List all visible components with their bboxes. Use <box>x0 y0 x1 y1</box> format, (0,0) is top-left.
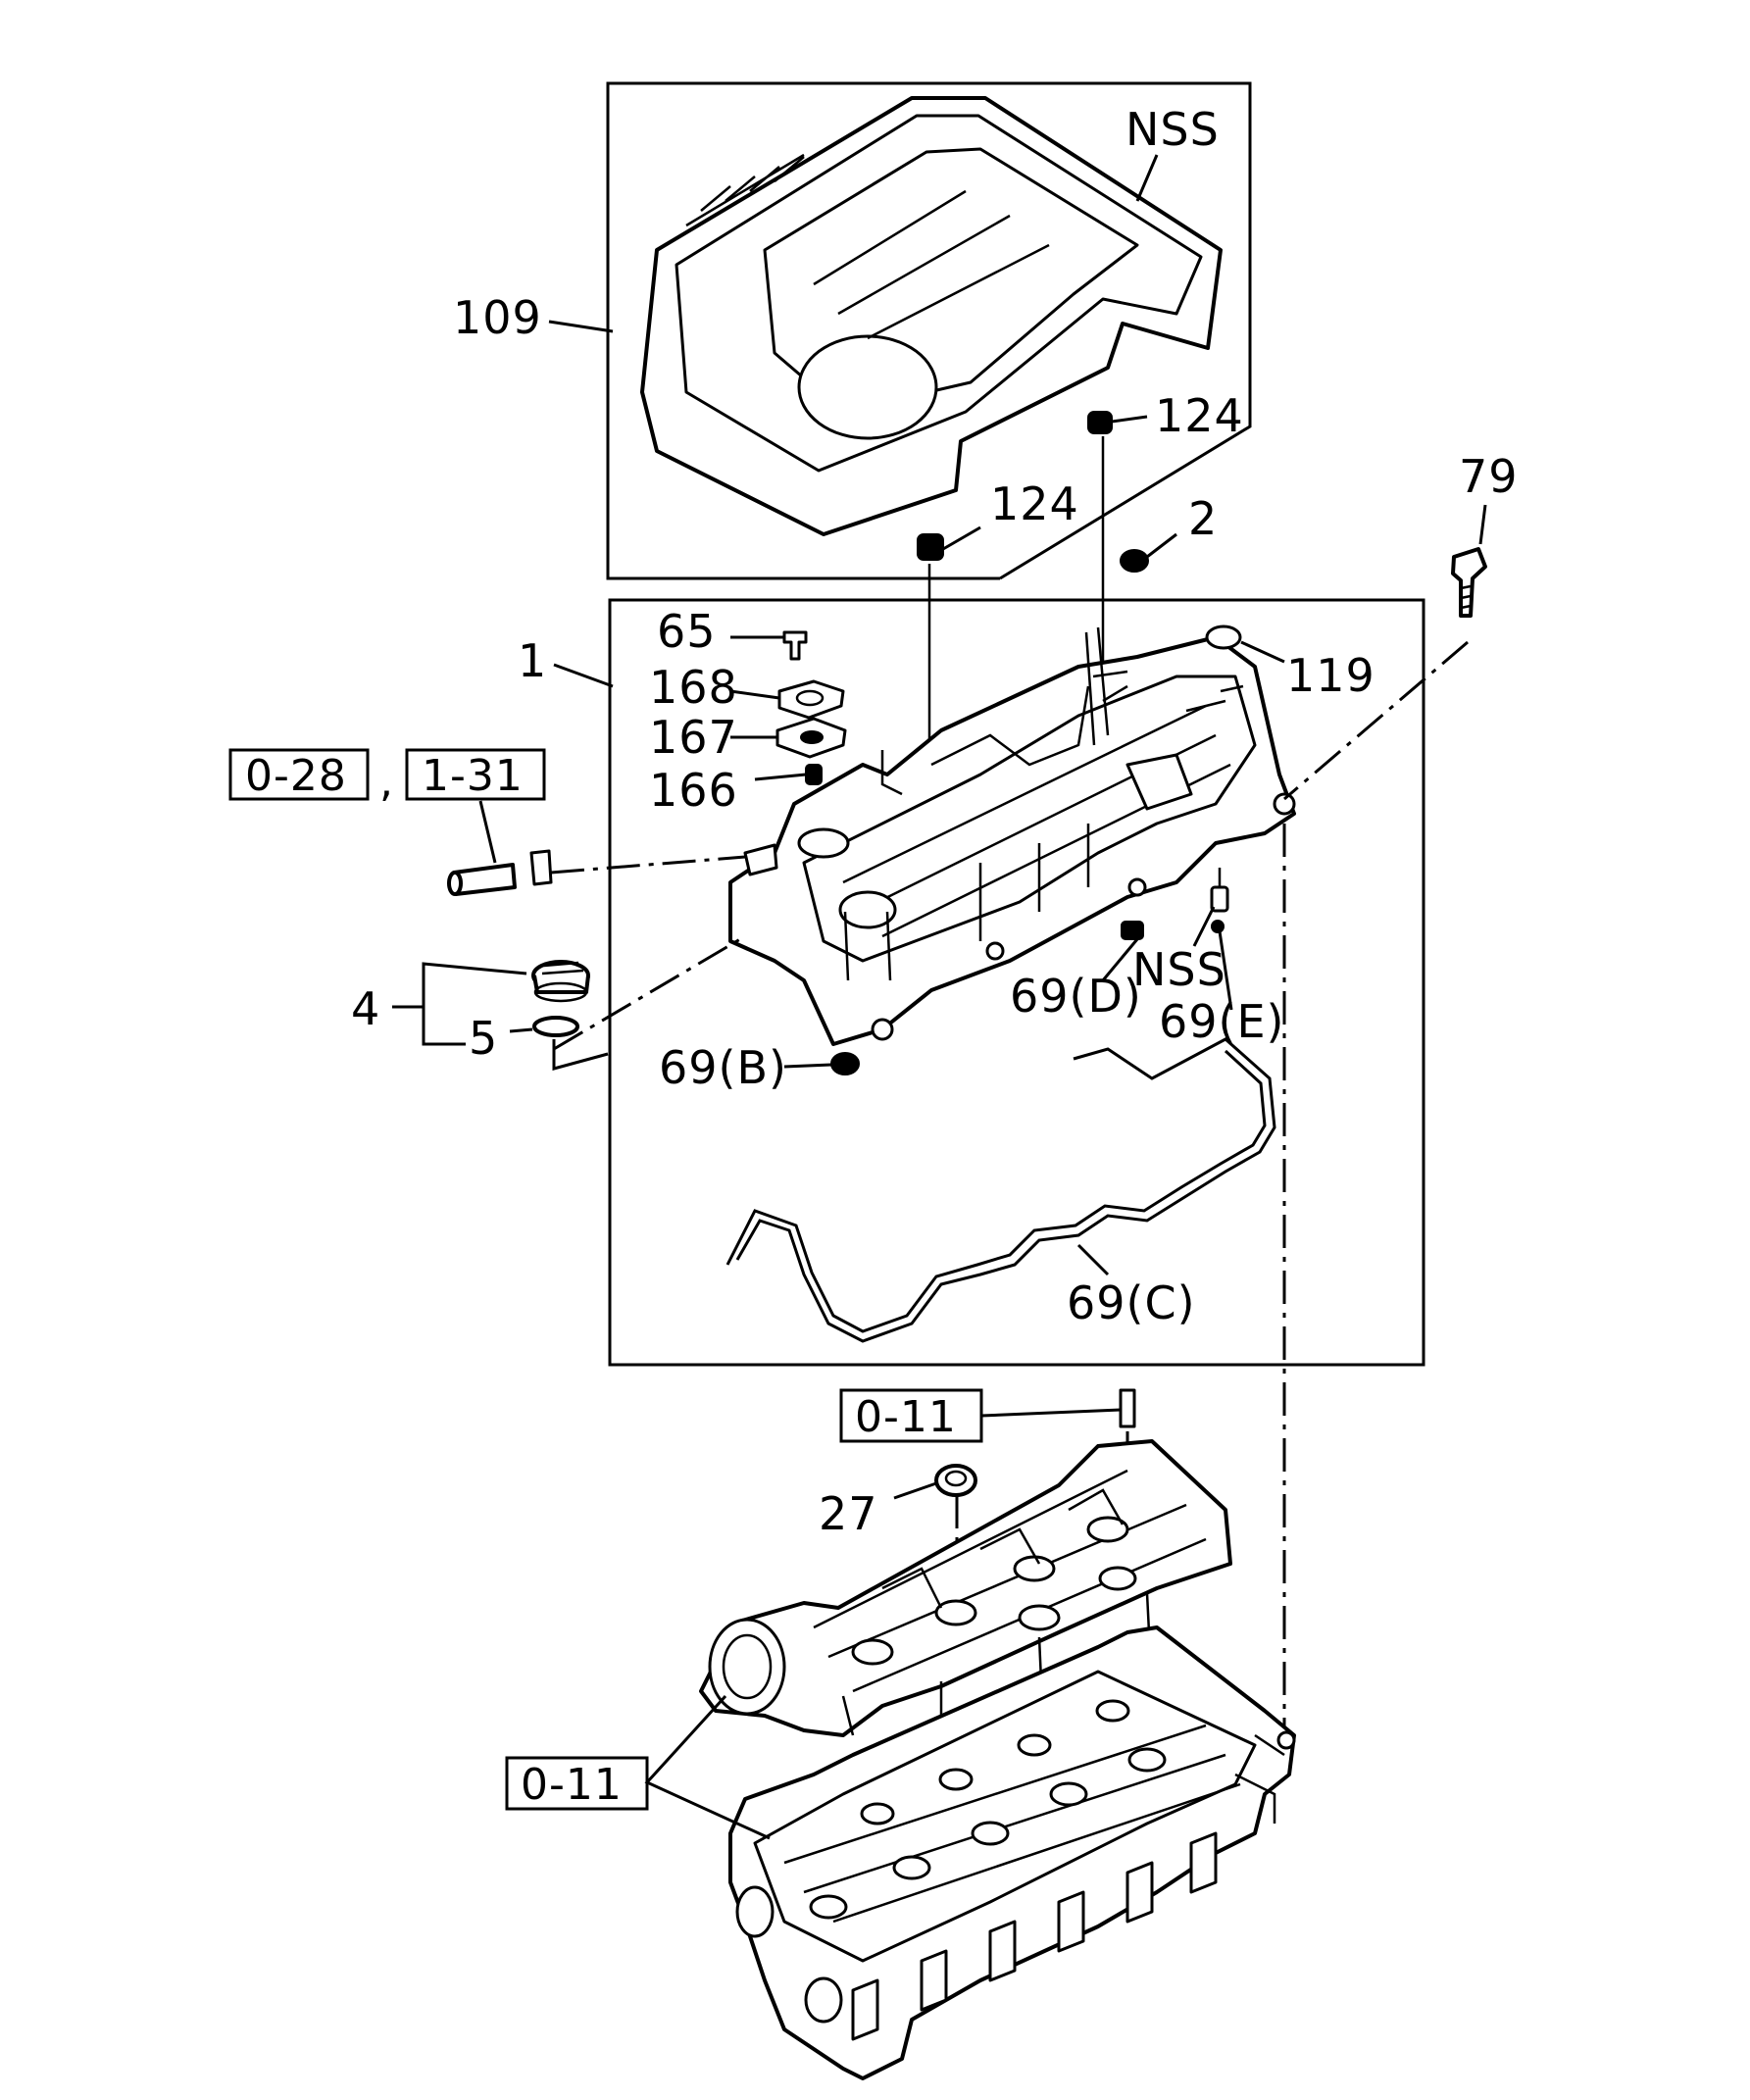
ref-box-1-31 <box>405 748 546 801</box>
engine-cover <box>640 96 1223 536</box>
grommet-124-lower <box>917 533 944 561</box>
callout-27: 27 <box>819 1487 878 1540</box>
plug-69e <box>1211 920 1225 933</box>
valve-cover <box>728 626 1296 1046</box>
leader-69e <box>1218 930 1233 1011</box>
callout-65: 65 <box>657 605 717 658</box>
plug-69b <box>830 1052 860 1075</box>
ref-separator: , <box>379 757 394 807</box>
callout-69c: 69(C) <box>1067 1276 1196 1329</box>
leader-69b <box>783 1063 832 1069</box>
dash-cap <box>553 934 746 1051</box>
o-ring-5 <box>532 1016 579 1037</box>
plate-168 <box>777 679 845 720</box>
callout-109: 109 <box>453 291 542 344</box>
leader-ref-0-11-top <box>980 1408 1122 1418</box>
bolt-65 <box>782 630 808 661</box>
leader-109 <box>548 320 614 333</box>
callout-2: 2 <box>1188 492 1218 545</box>
callout-124-lower: 124 <box>990 477 1079 530</box>
engine-cover-frame <box>606 81 1252 580</box>
dash-79 <box>1283 640 1469 801</box>
callout-119: 119 <box>1286 649 1375 702</box>
leader-nss-cover <box>1135 154 1159 202</box>
leader-2 <box>1146 532 1177 559</box>
leader-124-upper <box>1111 415 1148 424</box>
callout-1: 1 <box>518 634 547 687</box>
leader-27 <box>893 1481 937 1500</box>
leader-168 <box>729 689 780 700</box>
leader-1 <box>553 663 614 688</box>
ref-0-11-bottom: 0-11 <box>521 1760 623 1810</box>
callout-124-upper: 124 <box>1155 389 1244 442</box>
leader-ref-0-11-bottom <box>644 1694 771 1840</box>
ref-box-0-28 <box>228 748 370 801</box>
leader-124-lower <box>942 525 981 551</box>
ref-1-31: 1-31 <box>422 751 524 801</box>
leader-79 <box>1478 504 1487 545</box>
valve-cover-group: 1 65 168 <box>351 492 1425 1367</box>
dowel-pin <box>1119 1388 1136 1428</box>
leader-ref-hose <box>478 800 497 864</box>
leader-119 <box>1240 640 1285 664</box>
ref-0-11-top: 0-11 <box>855 1392 957 1442</box>
leader-166 <box>754 773 807 781</box>
leader-5 <box>509 1027 533 1033</box>
callout-79: 79 <box>1459 450 1519 503</box>
gasket-69c <box>725 1037 1276 1343</box>
engine-cover-group: 109 NSS 124 124 <box>453 81 1252 912</box>
seal-119 <box>1205 625 1242 650</box>
callout-nss-cover: NSS <box>1125 103 1220 156</box>
cylinder-head <box>728 1625 1296 2080</box>
seal-27 <box>934 1464 977 1497</box>
leader-nss-plug <box>1192 906 1216 947</box>
grommet-2 <box>1120 549 1149 573</box>
camshaft-carrier <box>699 1439 1232 1737</box>
callout-69b: 69(B) <box>659 1041 787 1094</box>
spring-166 <box>805 764 823 785</box>
leader-69d <box>1101 938 1139 981</box>
callout-4: 4 <box>351 982 380 1035</box>
callout-nss-plug: NSS <box>1132 943 1226 996</box>
breather-hose <box>447 849 553 896</box>
callout-167: 167 <box>649 711 738 764</box>
callout-69e: 69(E) <box>1159 995 1285 1048</box>
valve-cover-frame <box>608 598 1425 1367</box>
grommet-124-upper <box>1087 411 1113 434</box>
leader-69c <box>1076 1243 1110 1276</box>
callout-69d: 69(D) <box>1010 970 1142 1023</box>
callout-168: 168 <box>649 661 738 714</box>
leader-4-bracket <box>422 962 527 1046</box>
callout-166: 166 <box>649 764 738 817</box>
callout-5: 5 <box>469 1012 498 1065</box>
filler-cap-4 <box>531 960 590 1003</box>
dash-hose <box>550 855 746 875</box>
plug-69d <box>1121 921 1144 940</box>
ref-0-28: 0-28 <box>245 751 347 801</box>
bolt-79 <box>1451 547 1487 618</box>
